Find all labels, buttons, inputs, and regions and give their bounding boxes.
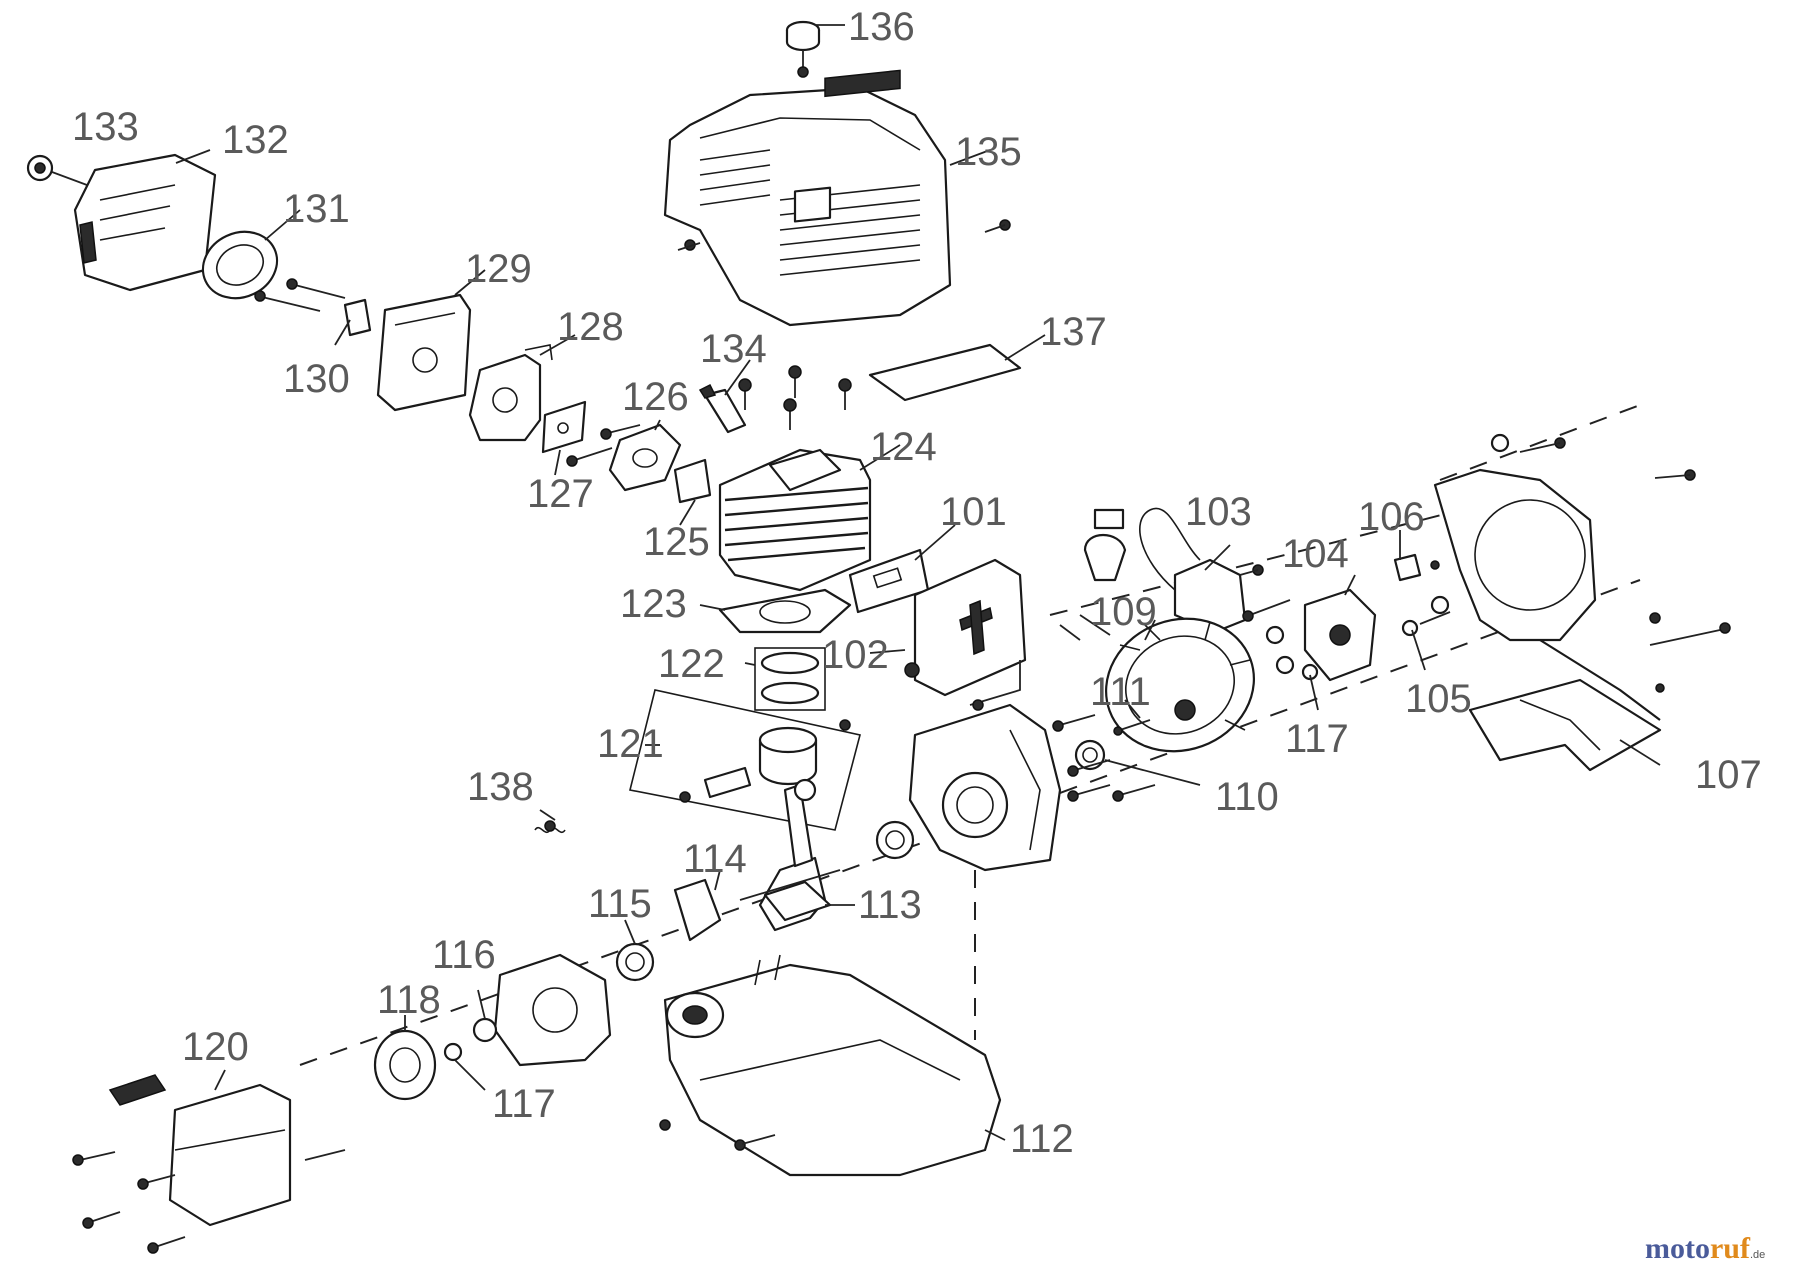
callout-104: 104 xyxy=(1282,532,1349,576)
part-124-cylinder xyxy=(718,448,872,592)
part-112-fuel-tank xyxy=(659,954,1002,1177)
callout-leaders xyxy=(175,24,1661,1141)
callout-117a: 117 xyxy=(1285,717,1349,761)
crankcase-half xyxy=(908,703,1062,872)
part-137-plate xyxy=(868,343,1022,402)
callout-130: 130 xyxy=(283,357,350,401)
callout-134: 134 xyxy=(700,327,767,371)
callout-118: 118 xyxy=(377,978,441,1022)
callout-122: 122 xyxy=(658,642,725,686)
part-109-flywheel xyxy=(1059,614,1256,753)
callout-109: 109 xyxy=(1090,590,1157,634)
callout-110: 110 xyxy=(1215,775,1279,819)
crankcase-bolts xyxy=(1052,714,1156,802)
callout-125: 125 xyxy=(643,520,710,564)
part-103-ignition-coil xyxy=(1083,507,1264,634)
callout-124: 124 xyxy=(870,425,937,469)
callout-115: 115 xyxy=(588,882,652,926)
part-128-carburetor xyxy=(468,344,553,442)
part-110-bearing xyxy=(1074,739,1106,771)
washers xyxy=(1242,599,1451,681)
part-127-gasket xyxy=(541,400,587,454)
filter-bolts xyxy=(254,278,346,312)
callout-106: 106 xyxy=(1358,495,1425,539)
crankcase-half-left xyxy=(493,953,612,1067)
part-126-intake xyxy=(566,423,682,492)
callout-112: 112 xyxy=(1010,1117,1074,1161)
part-138-spring xyxy=(534,820,566,834)
callout-126: 126 xyxy=(622,375,689,419)
svg-text:motoruf.de: motoruf.de xyxy=(1645,1232,1765,1265)
part-135-shroud xyxy=(663,69,1011,327)
callout-123: 123 xyxy=(620,582,687,626)
callout-107: 107 xyxy=(1695,753,1762,797)
callout-135: 135 xyxy=(955,130,1022,174)
part-115-bearing xyxy=(615,942,655,982)
callout-132: 132 xyxy=(222,118,289,162)
part-134-spark-plug xyxy=(698,383,747,434)
callout-114: 114 xyxy=(683,837,747,881)
part-131-filter-element xyxy=(201,230,279,300)
cylinder-bolts xyxy=(738,365,852,430)
watermark-suffix: .de xyxy=(1750,1249,1765,1261)
callout-120: 120 xyxy=(182,1025,249,1069)
part-129-filter-base xyxy=(376,293,472,412)
callout-137: 137 xyxy=(1040,310,1107,354)
part-111-pin xyxy=(1113,719,1151,736)
part-121-piston-set xyxy=(629,689,861,831)
callout-117b: 117 xyxy=(492,1082,556,1126)
part-106-bolt xyxy=(1393,553,1450,615)
part-123-base-gasket xyxy=(718,588,852,634)
callout-113: 113 xyxy=(858,883,922,927)
callout-121: 121 xyxy=(597,722,664,766)
callout-127: 127 xyxy=(527,472,594,516)
callout-101: 101 xyxy=(940,490,1007,534)
part-130-choke xyxy=(343,298,372,337)
assembly-axis-lines xyxy=(299,404,1641,1066)
watermark-logo: motoruf.de xyxy=(1645,1232,1765,1265)
part-132-filter-cover xyxy=(73,153,217,292)
callout-129: 129 xyxy=(465,247,532,291)
callout-111: 111 xyxy=(1090,670,1151,714)
callout-116: 116 xyxy=(432,933,496,977)
part-114-gasket xyxy=(673,878,722,942)
callout-136: 136 xyxy=(848,5,915,49)
callout-103: 103 xyxy=(1185,490,1252,534)
part-116-seal xyxy=(472,1017,498,1043)
part-133-knob xyxy=(26,154,96,189)
part-104-clutch xyxy=(1303,588,1377,682)
callout-labels: 136 135 137 133 132 131 129 130 128 134 … xyxy=(72,5,1762,1161)
callout-131: 131 xyxy=(283,187,350,231)
part-120-starter xyxy=(72,1074,346,1254)
callout-102: 102 xyxy=(822,633,889,677)
part-117-washer-left xyxy=(443,1042,463,1062)
watermark-ruf: ruf xyxy=(1710,1232,1751,1265)
part-122-piston-rings xyxy=(754,647,826,711)
part-118-pulley xyxy=(373,1029,437,1101)
part-107-clutch-housing xyxy=(1433,433,1731,772)
watermark-moto: moto xyxy=(1645,1232,1710,1265)
callout-105: 105 xyxy=(1405,677,1472,721)
bearing-main xyxy=(875,820,915,860)
part-113-crankshaft xyxy=(739,778,841,932)
callout-138: 138 xyxy=(467,765,534,809)
callout-128: 128 xyxy=(557,305,624,349)
part-102-muffler xyxy=(904,558,1027,711)
part-136-cap xyxy=(785,20,821,78)
callout-133: 133 xyxy=(72,105,139,149)
part-125-gasket xyxy=(673,458,712,504)
